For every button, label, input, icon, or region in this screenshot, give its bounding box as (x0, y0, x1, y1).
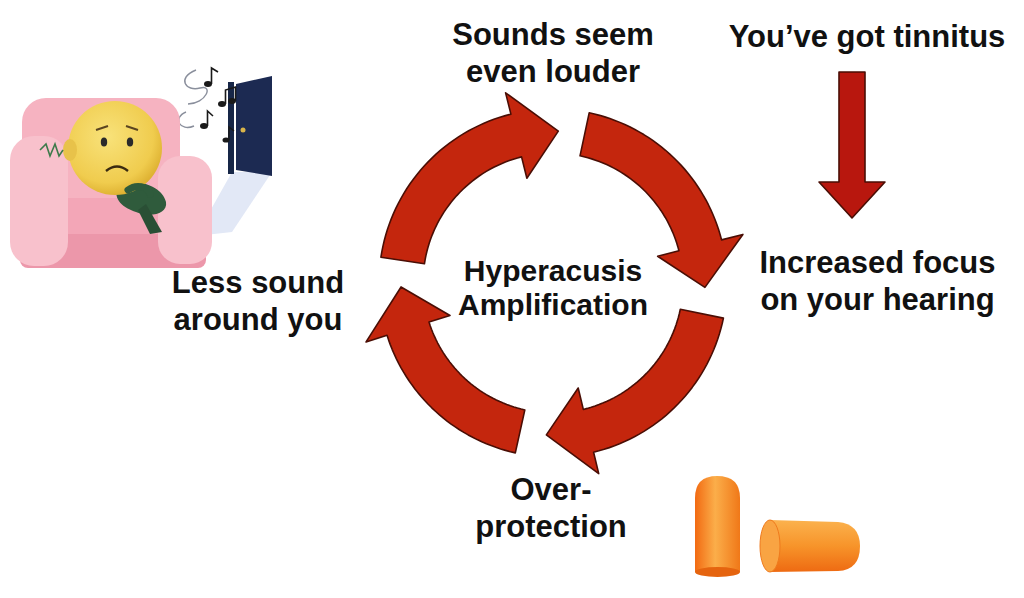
cycle-step: Increased focus on your hearing (750, 243, 1005, 319)
brow (126, 126, 138, 130)
center-label: Hyperacusis Amplification (438, 253, 668, 323)
arm (128, 187, 150, 194)
eye (127, 138, 133, 147)
step-text: Increased focus on your hearing (750, 244, 1005, 318)
cycle-step: Sounds seem even louder (438, 14, 668, 92)
cycle-step: Over- protection (461, 470, 641, 546)
cycle-arrow (381, 93, 558, 264)
step-text: You’ve got tinnitus (729, 18, 1006, 55)
cycle-arrow (546, 309, 723, 473)
door-panel (236, 76, 272, 176)
note-stem (208, 111, 214, 126)
step-text: Over- protection (461, 471, 641, 545)
face (68, 101, 162, 195)
brow (96, 126, 108, 130)
note-stem (226, 87, 236, 104)
music-note (218, 87, 236, 107)
cycle-step: You’ve got tinnitus (702, 17, 1024, 57)
leg (138, 204, 162, 234)
eye (101, 138, 107, 147)
sofa-arm (158, 156, 212, 264)
door-frame (228, 82, 234, 174)
ringing-mark (40, 144, 63, 156)
sofa-arm (10, 136, 68, 266)
ear (63, 139, 77, 161)
step-text: Sounds seem even louder (438, 16, 668, 90)
note-stem (212, 68, 219, 84)
cycle-step: Less sound around you (143, 263, 373, 339)
earplug-end (760, 520, 780, 572)
music-note (223, 127, 235, 143)
mouth (106, 167, 128, 172)
earplug-end (695, 567, 740, 577)
step-text: Less sound around you (143, 264, 373, 338)
music-note (204, 68, 218, 87)
note-stem (229, 127, 234, 140)
earplug (695, 476, 740, 575)
door-knob (241, 128, 246, 133)
sound-squiggle (185, 70, 207, 104)
earplug (770, 520, 860, 572)
music-note (200, 111, 213, 129)
trigger-arrow (819, 72, 885, 218)
sound-squiggle (179, 112, 194, 127)
